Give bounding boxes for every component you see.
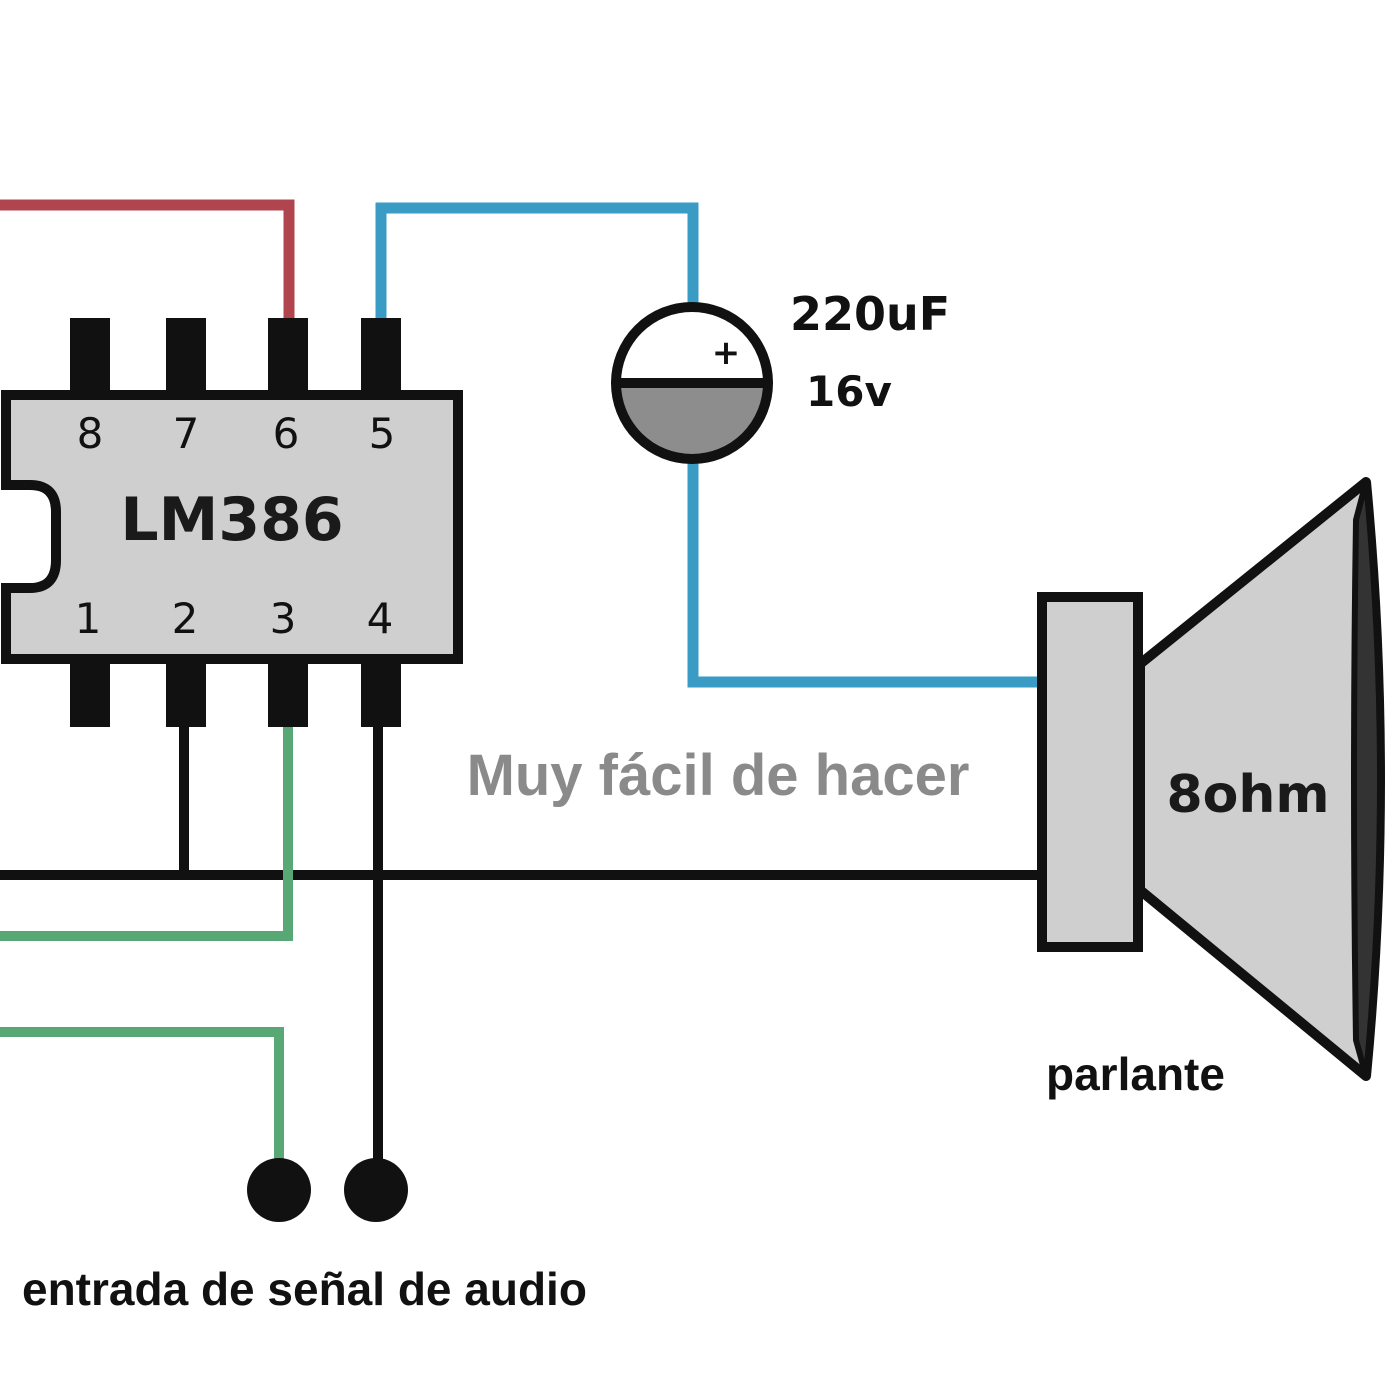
pin-number-3: 3 bbox=[270, 594, 297, 643]
pin-number-1: 1 bbox=[75, 594, 102, 643]
chip-body bbox=[1, 390, 463, 664]
chip-pin-1 bbox=[70, 655, 110, 727]
pin-number-6: 6 bbox=[273, 409, 300, 458]
note-text: Muy fácil de hacer bbox=[467, 743, 970, 808]
lm386-chip: 8 7 6 5 1 2 3 4 LM386 bbox=[1, 318, 463, 727]
chip-pin-3 bbox=[268, 655, 308, 727]
capacitor-voltage-label: 16v bbox=[806, 367, 892, 416]
audio-input-signal-wire bbox=[0, 1027, 284, 1190]
output-wire-pin5-to-capacitor bbox=[375, 202, 699, 322]
speaker: 8ohm bbox=[1037, 477, 1385, 1081]
chip-pin-6 bbox=[268, 318, 308, 398]
audio-input-terminal-ground bbox=[344, 1158, 408, 1222]
speaker-label: parlante bbox=[1046, 1048, 1225, 1100]
audio-input-terminal-signal bbox=[247, 1158, 311, 1222]
chip-pin-5 bbox=[361, 318, 401, 398]
output-wire-capacitor-to-speaker bbox=[687, 460, 1040, 688]
speaker-magnet bbox=[1037, 592, 1143, 952]
pin-number-5: 5 bbox=[369, 409, 396, 458]
pin3-signal-wire bbox=[0, 725, 293, 941]
capacitor-negative-half bbox=[616, 383, 768, 459]
chip-notch bbox=[1, 480, 61, 593]
chip-pin-4 bbox=[361, 655, 401, 727]
chip-pin-8 bbox=[70, 318, 110, 398]
electrolytic-capacitor: + bbox=[611, 302, 773, 464]
speaker-impedance-label: 8ohm bbox=[1166, 765, 1329, 825]
pin-number-4: 4 bbox=[367, 594, 394, 643]
audio-input-label: entrada de señal de audio bbox=[22, 1263, 587, 1315]
chip-pin-2 bbox=[166, 655, 206, 727]
capacitor-value-label: 220uF bbox=[790, 287, 950, 341]
chip-name-label: LM386 bbox=[120, 485, 343, 555]
chip-pin-7 bbox=[166, 318, 206, 398]
capacitor-polarity-mark: + bbox=[712, 333, 741, 373]
pin-number-7: 7 bbox=[173, 409, 200, 458]
pin-number-8: 8 bbox=[77, 409, 104, 458]
pin-number-2: 2 bbox=[172, 594, 199, 643]
speaker-rim bbox=[1351, 481, 1383, 1077]
power-wire bbox=[0, 199, 295, 322]
